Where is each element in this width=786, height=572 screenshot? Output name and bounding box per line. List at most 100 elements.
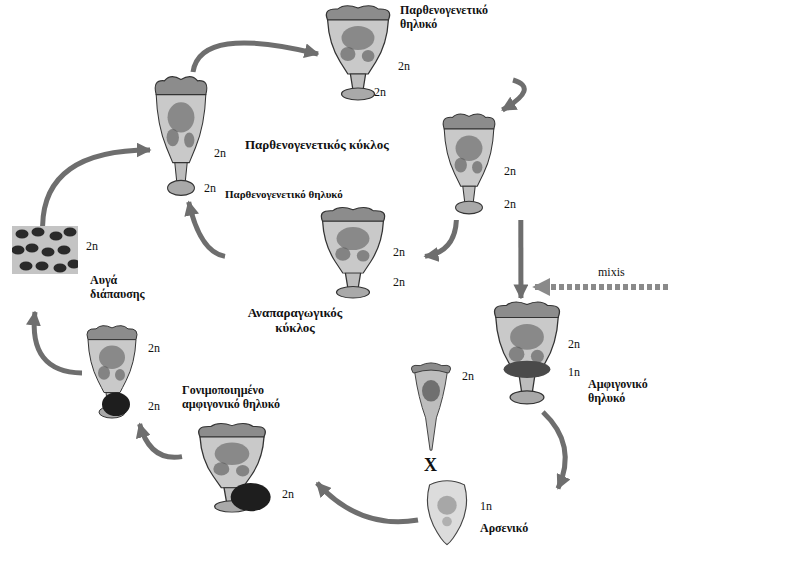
ploidy-label: 2n bbox=[462, 370, 474, 384]
text-holder: mixis bbox=[598, 266, 625, 280]
rotifer-figure bbox=[315, 204, 391, 300]
figure-part bbox=[456, 201, 483, 214]
corona bbox=[321, 208, 384, 222]
figure-part bbox=[437, 496, 456, 515]
cycle-arrow bbox=[34, 312, 82, 373]
text-holder: Αυγά διάπαυσης bbox=[90, 274, 162, 302]
female-body bbox=[200, 437, 264, 488]
ploidy-label: 2n bbox=[393, 276, 405, 290]
figure-part bbox=[357, 250, 370, 262]
ploidy-label: 2n bbox=[282, 488, 294, 502]
corona bbox=[326, 6, 389, 20]
text-holder: 2n bbox=[86, 240, 98, 254]
text-holder: 2n bbox=[504, 198, 516, 212]
female-body bbox=[328, 20, 389, 74]
egg bbox=[16, 230, 29, 239]
text-holder: X bbox=[424, 455, 437, 476]
figure-part bbox=[167, 129, 179, 147]
female-body bbox=[323, 221, 384, 273]
text-holder: Αρσενικό bbox=[480, 522, 528, 536]
figure-part bbox=[337, 227, 370, 250]
figure-part bbox=[455, 158, 467, 173]
female-body bbox=[156, 95, 206, 163]
life-stage: 2nΑυγά διάπαυσης bbox=[12, 226, 165, 312]
figure-part bbox=[342, 88, 375, 100]
figure-part bbox=[342, 26, 375, 50]
ploidy-label: 2n bbox=[86, 240, 98, 254]
life-stage: 2n 2n bbox=[438, 110, 530, 220]
text-holder: 2n bbox=[568, 338, 580, 352]
text-holder: 2n bbox=[393, 276, 405, 290]
life-stage: 1nΑρσενικό bbox=[418, 478, 558, 548]
text-holder: 2n bbox=[374, 86, 386, 100]
diagram-label: Παρθενογενετικός κύκλος bbox=[245, 138, 389, 153]
figure-part bbox=[215, 443, 250, 466]
figure-part bbox=[115, 369, 125, 381]
diagram-label: mixis bbox=[598, 266, 625, 280]
text-holder: 1n bbox=[568, 366, 580, 380]
ploidy-label: 2n bbox=[374, 86, 386, 100]
life-stage: Παρθενογενετικό θηλυκό2n2n bbox=[225, 188, 425, 302]
rotifer-figure bbox=[404, 362, 458, 452]
figure-part bbox=[510, 391, 544, 404]
cycle-arrow bbox=[425, 220, 456, 256]
ploidy-label: 2n bbox=[148, 400, 160, 414]
stage-name: Αμφιγονικό θηλυκό bbox=[588, 378, 668, 406]
egg bbox=[50, 232, 63, 241]
figure-part bbox=[168, 180, 195, 195]
figure-part bbox=[509, 347, 525, 362]
ploidy-label: 2n bbox=[568, 338, 580, 352]
ploidy-label: 1n bbox=[480, 500, 492, 514]
text-holder: 2n bbox=[393, 246, 405, 260]
female-body bbox=[88, 340, 136, 393]
rotifer-figure bbox=[150, 72, 212, 198]
life-stage: 2n2n bbox=[150, 72, 236, 202]
text-holder: Αμφιγονικό θηλυκό bbox=[588, 378, 668, 406]
cycle-arrow bbox=[193, 43, 318, 72]
figure-part bbox=[472, 161, 482, 174]
cycle-arrow bbox=[518, 220, 523, 298]
figure-part bbox=[442, 517, 452, 527]
text-holder: 2n bbox=[282, 488, 294, 502]
life-stage: Γονιμοποιημένο αμφιγονικό θηλυκό 2n bbox=[182, 384, 317, 516]
text-holder: Αναπαραγωγικός κύκλος bbox=[228, 306, 362, 336]
figure-part bbox=[337, 287, 370, 299]
egg bbox=[32, 228, 45, 237]
text-holder: 2n bbox=[148, 400, 160, 414]
egg bbox=[42, 248, 55, 257]
egg bbox=[26, 244, 39, 253]
text-holder: 2n bbox=[504, 165, 516, 179]
rotifer-figure bbox=[438, 110, 500, 216]
corona bbox=[155, 77, 207, 95]
figure-part bbox=[456, 135, 483, 160]
egg bbox=[231, 483, 271, 511]
female-body bbox=[444, 129, 494, 186]
figure-part bbox=[236, 465, 249, 476]
egg bbox=[20, 262, 33, 271]
life-stage: 2n 1nΑμφιγονικό θηλυκό bbox=[488, 298, 671, 412]
egg bbox=[54, 264, 67, 273]
ploidy-label: 2n bbox=[393, 246, 405, 260]
text-holder: 2n bbox=[398, 60, 410, 74]
ploidy-label: 2n bbox=[148, 342, 160, 356]
life-stage: 2n bbox=[404, 362, 484, 454]
text-holder: Γονιμοποιημένο αμφιγονικό θηλυκό bbox=[182, 384, 314, 412]
text-holder: 1n bbox=[480, 500, 492, 514]
figure-part bbox=[335, 247, 350, 260]
egg bbox=[36, 262, 49, 271]
ploidy-label: 2n bbox=[204, 182, 216, 196]
egg bbox=[12, 246, 25, 255]
corona bbox=[199, 424, 266, 437]
ploidy-label: 2n bbox=[398, 60, 410, 74]
rotifer-figure bbox=[82, 322, 142, 420]
stage-name: Παρθενογενετικό θηλυκό bbox=[400, 4, 510, 32]
egg bbox=[102, 393, 130, 417]
figure-part bbox=[362, 50, 375, 62]
cycle-arrow bbox=[543, 412, 565, 489]
figure-part bbox=[510, 324, 544, 350]
corona bbox=[443, 114, 495, 129]
rotifer-figure bbox=[418, 478, 476, 546]
diapause-eggs-picture bbox=[12, 226, 78, 274]
stage-name: Αρσενικό bbox=[480, 522, 528, 536]
